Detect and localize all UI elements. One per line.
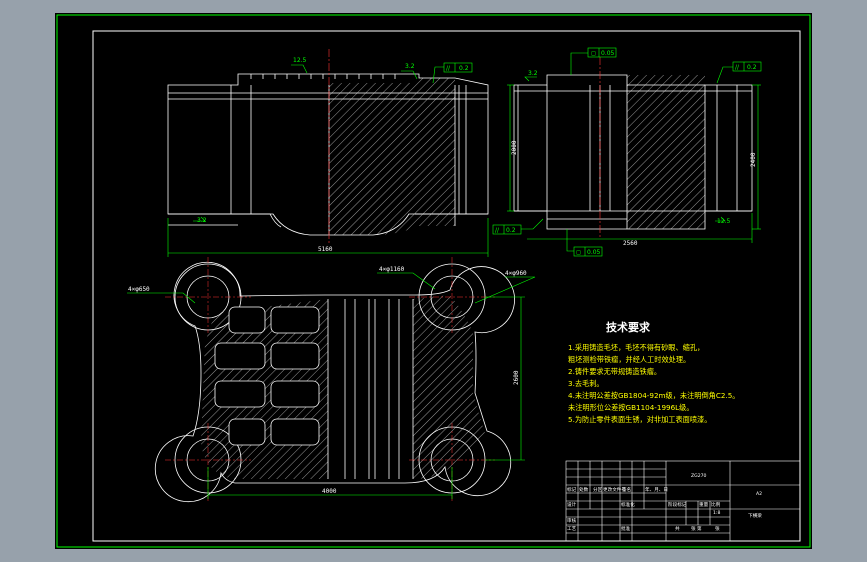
requirement-line-5: 4.未注明公差按GB1804-92m级，未注明倒角C2.5。 <box>568 391 739 400</box>
tb-label-approve: 批准 <box>621 525 631 532</box>
front-dimensions <box>167 62 489 257</box>
title-block-scale: A2 <box>756 491 762 497</box>
outer-frame <box>56 14 811 548</box>
side-view-hatch <box>627 75 705 229</box>
plan-hole-large: 4×φ650 <box>128 286 150 293</box>
side-width-dimension: 2560 <box>623 240 638 247</box>
tb-label-mark: 标记 <box>567 486 577 493</box>
tb-label-doc-no: 更改文件号 <box>603 486 626 493</box>
side-flatness-right: 0.2 <box>747 64 757 71</box>
tb-sheet: 张 第 <box>691 525 702 532</box>
requirement-line-1: 1.采用铸造毛坯，毛坯不得有砂眼、缩孔， <box>568 343 704 352</box>
tb-label-standardize: 标准化 <box>621 501 635 508</box>
drawing-canvas: 12.5 3.2 // 0.2 3.2 5160 <box>56 14 811 548</box>
side-dimensions <box>492 47 762 257</box>
side-flatness-top: 0.05 <box>601 50 615 57</box>
requirement-line-2: 粗坯测检带铁瘤，并经人工时效处理。 <box>568 355 690 364</box>
tb-label-design: 设计 <box>567 501 577 508</box>
requirement-line-6: 未注明形位公差按GB1104-1996L级。 <box>568 403 694 412</box>
tb-label-sign: 签名 <box>622 486 631 493</box>
front-flatness-value: 0.2 <box>459 65 469 72</box>
side-flatness-bottom-mid: 0.05 <box>587 249 601 256</box>
front-width-dimension: 5160 <box>318 246 333 253</box>
side-flatness-bottom-left-symbol: // <box>495 227 500 234</box>
plan-width-dimension: 4000 <box>322 488 337 495</box>
side-view <box>513 74 753 230</box>
front-view-hatch <box>329 78 455 235</box>
front-roughness-bottom: 3.2 <box>197 217 207 224</box>
tb-label-zone: 分区 <box>593 486 603 493</box>
tb-ratio-value: 1:8 <box>713 510 720 516</box>
front-roughness-top: 12.5 <box>293 57 307 64</box>
plan-dimensions <box>127 272 536 499</box>
front-view <box>167 73 489 236</box>
front-view-outline <box>167 73 489 236</box>
side-height-right: 2400 <box>750 152 757 167</box>
title-block-material: ZG270 <box>691 473 707 479</box>
side-roughness-bottom: 12.5 <box>717 218 731 225</box>
tb-sheet-end: 张 <box>715 525 720 532</box>
requirements-list: 1.采用铸造毛坯，毛坯不得有砂眼、缩孔， 粗坯测检带铁瘤，并经人工时效处理。 2… <box>568 343 739 424</box>
side-flatness-right-symbol: // <box>735 64 740 71</box>
cad-viewport[interactable]: 12.5 3.2 // 0.2 3.2 5160 <box>55 13 812 549</box>
plan-hole-outer: 4×φ960 <box>505 270 527 277</box>
requirement-line-3: 2.铸件要求无带规铸造铁瘤。 <box>568 367 661 376</box>
side-flatness-top-symbol: ◻ <box>591 50 596 57</box>
side-roughness-top: 3.2 <box>528 70 538 77</box>
plan-hole-inner: 4×φ1160 <box>379 266 405 273</box>
front-flatness-symbol: // <box>446 65 451 72</box>
inner-frame <box>92 30 801 542</box>
plan-view <box>154 261 515 503</box>
requirements-title: 技术要求 <box>606 320 651 334</box>
requirement-line-4: 3.去毛刺。 <box>568 379 604 388</box>
side-flatness-bottom-mid-symbol: ◻ <box>576 249 581 256</box>
plan-view-hatch-right <box>413 295 485 479</box>
tb-label-process: 工艺 <box>567 526 577 532</box>
title-block-part-name: 下横梁 <box>748 512 762 519</box>
side-flatness-bottom-left: 0.2 <box>506 227 516 234</box>
side-height-left: 2000 <box>511 140 518 155</box>
front-roughness-right: 3.2 <box>405 63 415 70</box>
plan-view-outline <box>154 261 515 503</box>
tb-label-review: 审核 <box>567 517 577 524</box>
tb-sheet-total: 共 <box>675 525 680 532</box>
requirement-line-7: 5.为防止零件表面生锈，对非加工表面喷漆。 <box>568 415 711 424</box>
tb-label-count: 处数 <box>579 486 589 493</box>
plan-height-dimension: 2600 <box>513 370 520 385</box>
title-block <box>565 460 801 542</box>
tb-label-weight: 重量 <box>699 501 709 508</box>
tb-label-ratio: 比例 <box>711 501 721 508</box>
tb-label-date: 年、月、日 <box>645 486 668 493</box>
tb-label-stage: 阶段标记 <box>668 501 687 508</box>
